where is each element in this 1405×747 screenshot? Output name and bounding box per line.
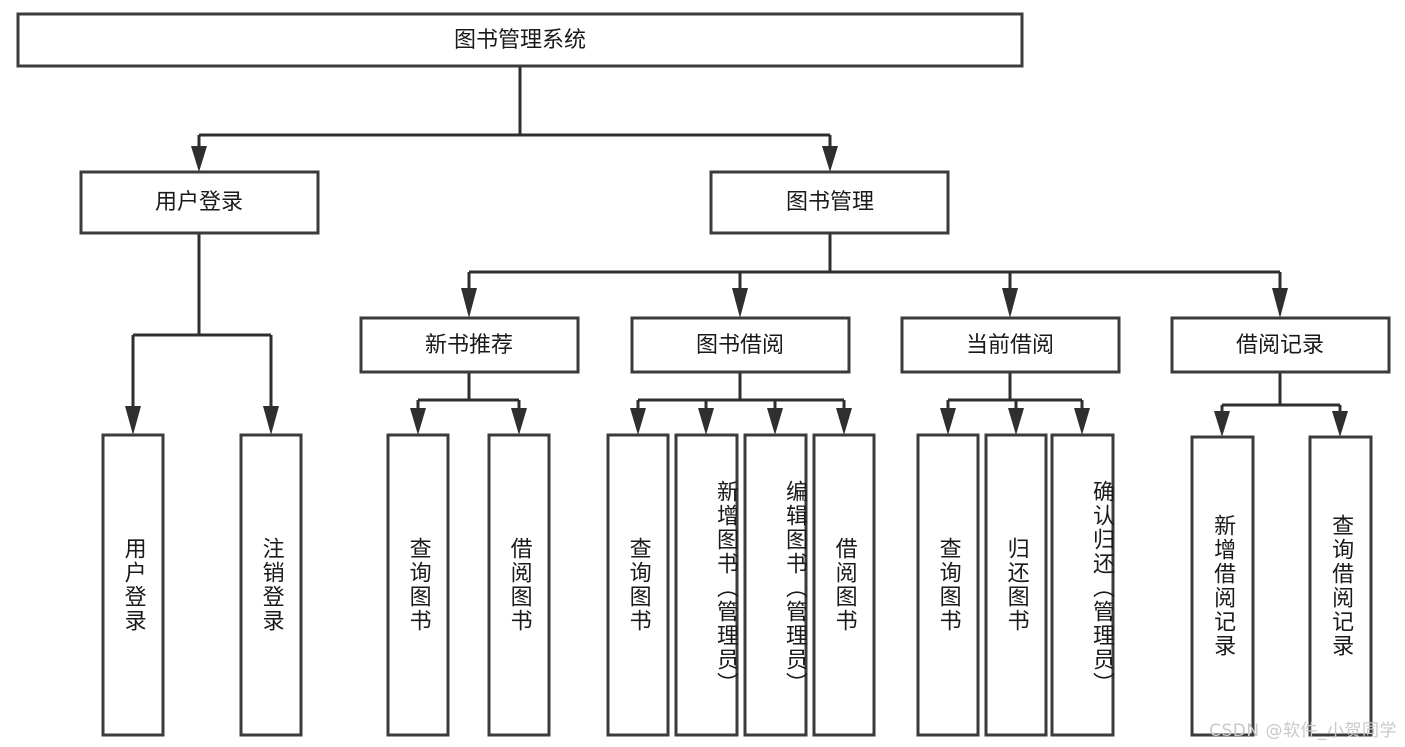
connector-group-borrow-record-to-leaves <box>1214 372 1348 437</box>
leaf-box-bb-4[interactable] <box>812 433 876 737</box>
leaf-box-br-2[interactable] <box>1308 435 1373 737</box>
node-current-borrow-box[interactable] <box>900 316 1121 374</box>
node-borrow-record-label: 借阅记录 <box>1236 333 1324 358</box>
node-current-borrow-label: 当前借阅 <box>966 333 1054 358</box>
node-user-login-label: 用户登录 <box>155 190 243 215</box>
arrow-head-bb-leaf-2 <box>698 408 714 435</box>
arrow-head-cb-leaf-2 <box>1008 408 1024 435</box>
arrow-head-borrow-record <box>1272 288 1288 318</box>
connector-group-root-to-level2 <box>191 66 838 172</box>
node-borrow-record-box[interactable] <box>1170 316 1391 374</box>
leaf-box-cb-2[interactable] <box>984 433 1048 737</box>
node-new-book-recommend[interactable]: 新书推荐 <box>359 316 580 374</box>
leaf-box-user-login-2[interactable] <box>239 433 303 737</box>
arrow-head-book-borrow <box>732 288 748 318</box>
node-book-manage-box[interactable] <box>709 170 950 235</box>
arrow-head-bb-leaf-4 <box>836 408 852 435</box>
node-book-manage[interactable]: 图书管理 <box>709 170 950 235</box>
leaf-box-bb-2[interactable] <box>674 433 739 737</box>
watermark-text: CSDN @软件_小贺同学 <box>1209 721 1397 741</box>
arrow-head-nbr-leaf-1 <box>410 408 426 435</box>
connector-group-book-borrow-to-leaves <box>630 372 852 435</box>
arrow-head-book-manage <box>822 146 838 172</box>
arrow-head-cb-leaf-3 <box>1074 408 1090 435</box>
leaf-box-bb-3[interactable] <box>743 433 808 737</box>
node-book-borrow-box[interactable] <box>630 316 851 374</box>
leaf-group-borrow-record <box>1190 435 1373 737</box>
leaf-group-current-borrow <box>916 433 1115 737</box>
arrow-head-cb-leaf-1 <box>940 408 956 435</box>
leaf-box-bb-1[interactable] <box>606 433 670 737</box>
node-user-login-box[interactable] <box>79 170 320 235</box>
arrow-head-nbr-leaf-2 <box>511 408 527 435</box>
leaf-box-user-login-1[interactable] <box>101 433 165 737</box>
node-new-book-recommend-label: 新书推荐 <box>425 333 513 358</box>
arrow-head-br-leaf-2 <box>1332 411 1348 437</box>
arrow-head-bb-leaf-1 <box>630 408 646 435</box>
connector-group-book-manage-to-level3 <box>461 233 1288 318</box>
node-root-label: 图书管理系统 <box>454 28 586 53</box>
leaf-group-new-book-recommend <box>386 433 551 737</box>
leaf-group-book-borrow <box>606 433 876 737</box>
node-current-borrow[interactable]: 当前借阅 <box>900 316 1121 374</box>
node-book-borrow[interactable]: 图书借阅 <box>630 316 851 374</box>
arrow-head-br-leaf-1 <box>1214 411 1230 437</box>
node-book-manage-label: 图书管理 <box>786 190 874 215</box>
leaf-box-nbr-1[interactable] <box>386 433 450 737</box>
node-root-box[interactable] <box>16 12 1024 68</box>
arrow-head-new-book-recommend <box>461 288 477 318</box>
arrow-head-user-login-leaf-1 <box>125 406 141 435</box>
leaf-group-user-login <box>101 433 303 737</box>
node-new-book-recommend-box[interactable] <box>359 316 580 374</box>
leaf-box-nbr-2[interactable] <box>487 433 551 737</box>
node-book-borrow-label: 图书借阅 <box>696 333 784 358</box>
connector-group-new-book-recommend-to-leaves <box>410 372 527 435</box>
connector-group-user-login-to-leaves <box>125 233 279 435</box>
arrow-head-user-login <box>191 146 207 172</box>
leaf-box-br-1[interactable] <box>1190 435 1255 737</box>
leaf-box-cb-1[interactable] <box>916 433 980 737</box>
node-root[interactable]: 图书管理系统 <box>16 12 1024 68</box>
arrow-head-bb-leaf-3 <box>767 408 783 435</box>
leaf-box-cb-3[interactable] <box>1050 433 1115 737</box>
node-user-login[interactable]: 用户登录 <box>79 170 320 235</box>
connector-group-current-borrow-to-leaves <box>940 372 1090 435</box>
arrow-head-current-borrow <box>1002 288 1018 318</box>
node-borrow-record[interactable]: 借阅记录 <box>1170 316 1391 374</box>
arrow-head-user-login-leaf-2 <box>263 406 279 435</box>
